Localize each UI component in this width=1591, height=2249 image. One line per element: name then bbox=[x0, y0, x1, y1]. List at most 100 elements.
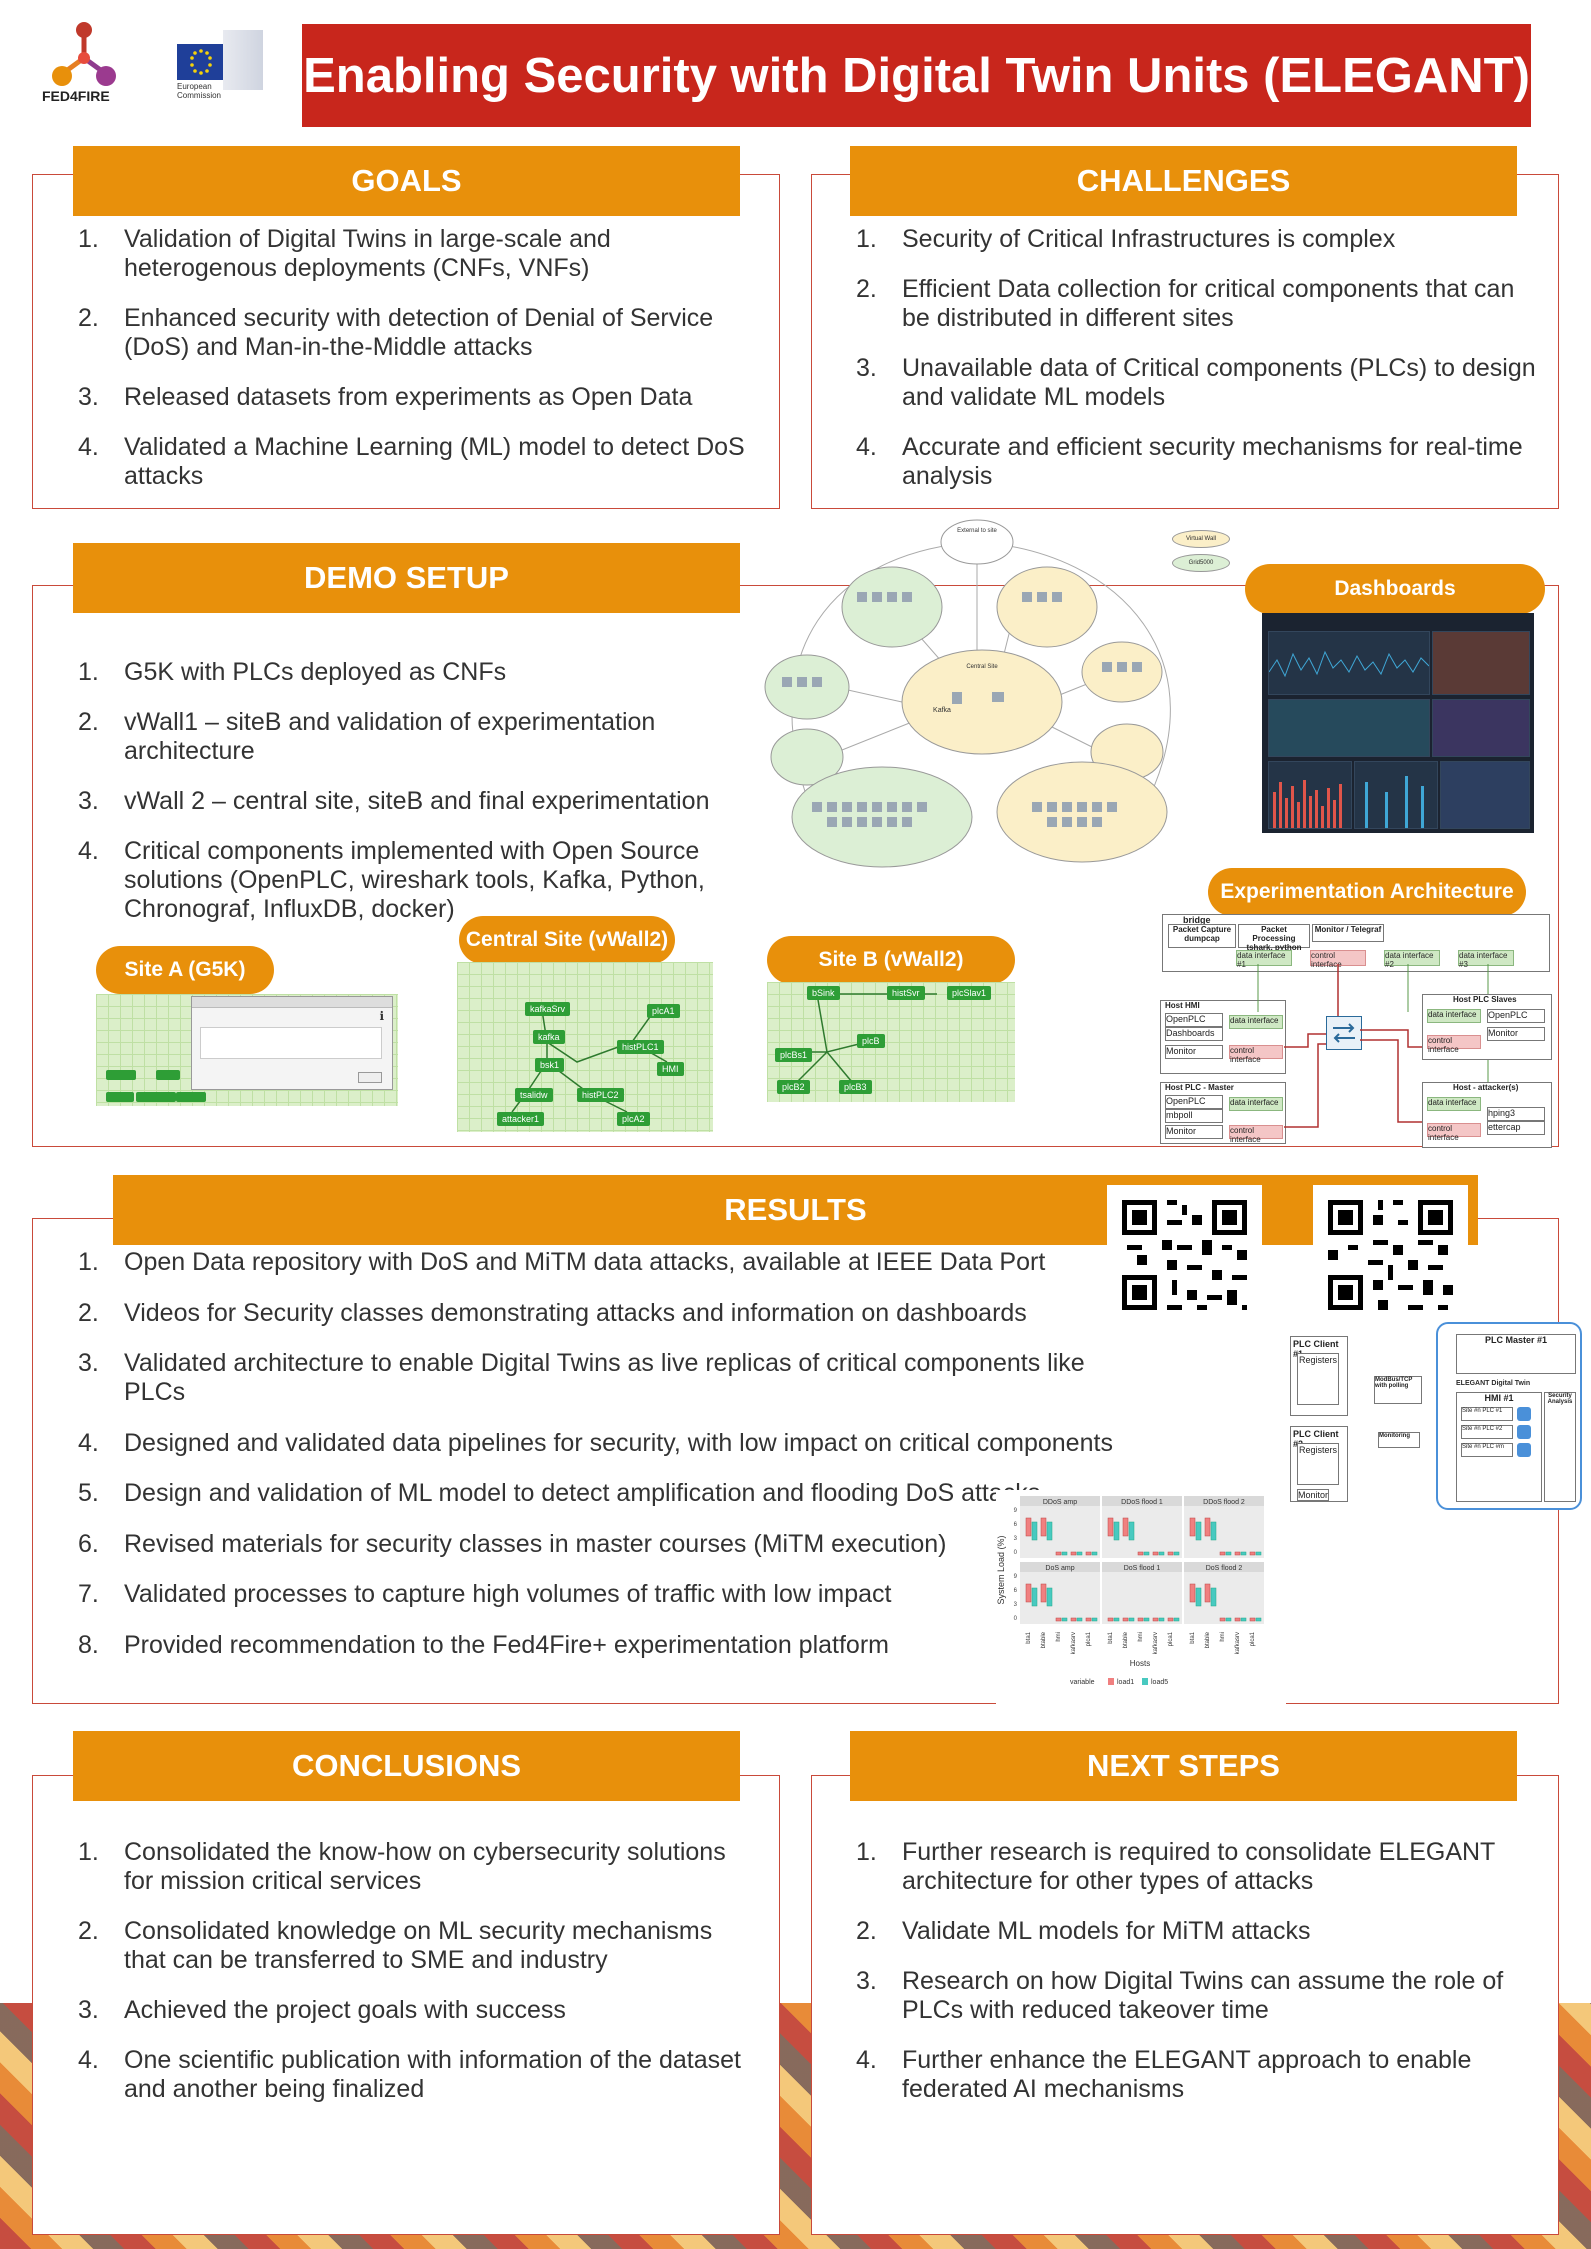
results-heading: RESULTS bbox=[113, 1175, 1478, 1245]
boxplot-box-load1 bbox=[1219, 1551, 1226, 1556]
boxplot-box-load5 bbox=[1113, 1521, 1120, 1541]
node-histplc2: histPLC2 bbox=[577, 1088, 624, 1102]
boxplot-panel-title: DoS flood 2 bbox=[1206, 1565, 1243, 1572]
boxplot-box-load5 bbox=[1061, 1551, 1068, 1556]
node-plcb2: plcB2 bbox=[777, 1080, 810, 1094]
boxplot-ytick: 9 bbox=[1014, 1508, 1018, 1514]
boxplot-box-load5 bbox=[1240, 1617, 1247, 1622]
legend-label-load1: load1 bbox=[1117, 1679, 1134, 1686]
list-item: 1.Open Data repository with DoS and MiTM… bbox=[78, 1248, 1046, 1276]
boxplot-box-load5 bbox=[1031, 1521, 1038, 1541]
data-interface-1: data interface #1 bbox=[1236, 950, 1292, 969]
list-item: 7.Validated processes to capture high vo… bbox=[78, 1580, 892, 1608]
legend-swatch-load5 bbox=[1142, 1678, 1148, 1685]
boxplot-xtick: hmi bbox=[1056, 1632, 1062, 1642]
boxplot-box-load1 bbox=[1122, 1517, 1129, 1537]
boxplot-box-load5 bbox=[1091, 1551, 1098, 1556]
fed4fire-logo-icon bbox=[52, 22, 116, 86]
conclusions-box bbox=[32, 1775, 780, 2235]
list-item: 1.Further research is required to consol… bbox=[856, 1838, 1495, 1895]
node-plcb: plcB bbox=[857, 1034, 885, 1048]
node-plcslav1: plcSlav1 bbox=[947, 986, 992, 1000]
boxplot-box-load1 bbox=[1025, 1583, 1032, 1603]
boxplot-xtick: bta1 bbox=[1108, 1631, 1114, 1643]
ec-logo-text: European Commission bbox=[177, 82, 222, 100]
list-item: 2.Validate ML models for MiTM attacks bbox=[856, 1917, 1311, 1945]
monitoring-box: Monitoring bbox=[1378, 1432, 1420, 1448]
node-plca1: plcA1 bbox=[647, 1004, 680, 1018]
boxplot-xtick: plca1 bbox=[1250, 1631, 1256, 1646]
boxplot-box-load5 bbox=[1076, 1617, 1083, 1622]
data-interface-2: data interface #2 bbox=[1384, 950, 1440, 969]
packet-processing-box: Packet Processing tshark, python bbox=[1238, 924, 1310, 952]
dashboard-bar-chart bbox=[1273, 780, 1342, 828]
boxplot-box-load5 bbox=[1031, 1587, 1038, 1607]
boxplot-box-load1 bbox=[1055, 1617, 1062, 1622]
boxplot-box-load5 bbox=[1195, 1521, 1202, 1541]
boxplot-box-load1 bbox=[1085, 1551, 1092, 1556]
boxplot-panel-title: DDoS amp bbox=[1043, 1499, 1077, 1506]
boxplot-legend-title: variable bbox=[1070, 1679, 1095, 1686]
boxplot-box-load5 bbox=[1210, 1587, 1217, 1607]
list-item: 3.Validated architecture to enable Digit… bbox=[78, 1349, 1085, 1406]
elegant-twin-frame: PLC Master #1 ELEGANT Digital Twin HMI #… bbox=[1436, 1322, 1582, 1510]
virtual-wall-legend: Virtual Wall bbox=[1172, 530, 1230, 548]
data-interface-3: data interface #3 bbox=[1458, 950, 1514, 969]
qr-code-1 bbox=[1107, 1185, 1262, 1325]
monitor-telegraf-box: Monitor / Telegraf bbox=[1312, 924, 1384, 942]
boxplot-xtick: plca1 bbox=[1086, 1631, 1092, 1646]
goals-box bbox=[32, 174, 780, 509]
boxplot-box-load1 bbox=[1189, 1583, 1196, 1603]
boxplot-panel-strip bbox=[1102, 1496, 1182, 1506]
list-item: 4.Validated a Machine Learning (ML) mode… bbox=[78, 433, 745, 490]
node-bsk1: bsk1 bbox=[535, 1058, 565, 1072]
boxplot-xtick: btable bbox=[1041, 1631, 1047, 1648]
goals-heading: GOALS bbox=[73, 146, 740, 216]
challenges-heading: CHALLENGES bbox=[850, 146, 1517, 216]
boxplot-ylabel: System Load (%) bbox=[996, 1535, 1006, 1604]
node-histsvr: histSvr bbox=[887, 986, 925, 1000]
central-site-topology: kafkaSrv plcA1 kafka histPLC1 HMI bsk1 t… bbox=[457, 962, 713, 1132]
fed4fire-logo bbox=[40, 20, 124, 104]
list-item: 1.Security of Critical Infrastructures i… bbox=[856, 225, 1396, 253]
boxplot-box-load1 bbox=[1234, 1617, 1241, 1622]
central-site-network-label: Central Site bbox=[966, 664, 998, 670]
boxplot-xlabel: Hosts bbox=[1130, 1659, 1150, 1668]
boxplot-ytick: 6 bbox=[1014, 1588, 1018, 1594]
legend-label-load5: load5 bbox=[1151, 1679, 1168, 1686]
boxplot-panel-strip bbox=[1102, 1562, 1182, 1572]
challenges-box bbox=[811, 174, 1559, 509]
boxplot-box-load1 bbox=[1085, 1617, 1092, 1622]
site-a-screenshot: ℹ bbox=[96, 994, 398, 1106]
list-item: 2.Enhanced security with detection of De… bbox=[78, 304, 714, 361]
node-tsalidw: tsalidw bbox=[515, 1088, 553, 1102]
boxplot-box-load1 bbox=[1167, 1617, 1174, 1622]
boxplot-box-load1 bbox=[1249, 1551, 1256, 1556]
list-item: 2.Efficient Data collection for critical… bbox=[856, 275, 1515, 332]
network-topology-svg: External to site Central Site Kafka bbox=[764, 519, 1171, 868]
boxplot-box-load1 bbox=[1137, 1617, 1144, 1622]
eu-flag-icon bbox=[177, 44, 225, 80]
boxplot-panel bbox=[1102, 1572, 1182, 1624]
boxplot-box-load5 bbox=[1173, 1617, 1180, 1622]
node-plca2: plcA2 bbox=[617, 1112, 650, 1126]
boxplot-box-load1 bbox=[1152, 1551, 1159, 1556]
info-icon: ℹ bbox=[379, 1009, 384, 1023]
node-plcb3: plcB3 bbox=[839, 1080, 872, 1094]
boxplot-ytick: 3 bbox=[1014, 1536, 1018, 1542]
results-list: 1.Open Data repository with DoS and MiTM… bbox=[78, 1248, 1138, 1681]
boxplot-box-load1 bbox=[1122, 1617, 1129, 1622]
boxplot-box-load5 bbox=[1225, 1617, 1232, 1622]
list-item: 2.vWall1 – siteB and validation of exper… bbox=[78, 708, 656, 765]
boxplot-panel-title: DoS amp bbox=[1045, 1565, 1074, 1572]
properties-dialog: ℹ bbox=[191, 996, 393, 1090]
node-attacker1: attacker1 bbox=[497, 1112, 545, 1126]
boxplot-box-load5 bbox=[1255, 1551, 1262, 1556]
boxplot-box-load5 bbox=[1210, 1521, 1217, 1541]
qr-code-2-icon bbox=[1328, 1200, 1453, 1310]
boxplot-box-load1 bbox=[1167, 1551, 1174, 1556]
boxplot-box-load5 bbox=[1143, 1617, 1150, 1622]
boxplot-panel-strip bbox=[1020, 1562, 1100, 1572]
